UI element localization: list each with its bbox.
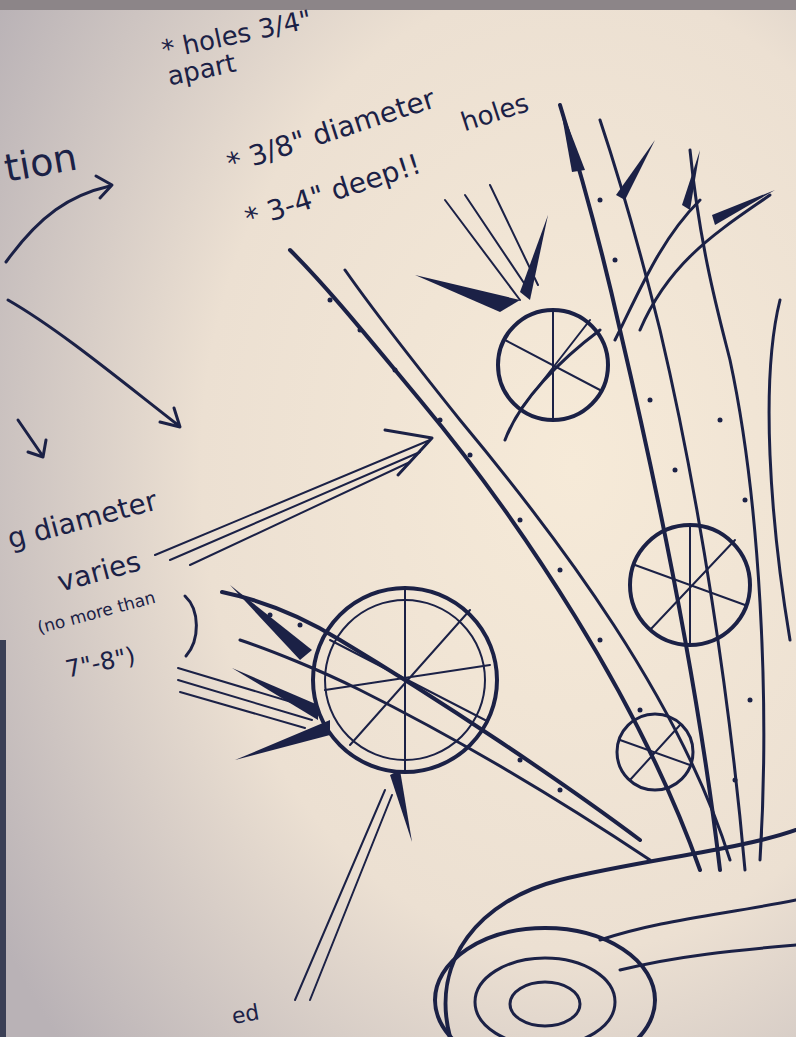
arrowhead [385,430,432,475]
handwritten-note: ed [230,1000,261,1028]
spike [616,140,655,200]
hoop-web [325,590,490,770]
branch [560,105,720,870]
spike [682,150,700,210]
branch [690,150,764,860]
branch [640,195,770,330]
spike [230,585,312,660]
log-ring [510,982,580,1026]
log-bark [600,900,796,940]
handwritten-note: varies [54,547,144,597]
paper-edge [0,640,6,1037]
log-ring [475,958,615,1037]
leader [178,668,318,728]
log-bark [620,945,796,970]
handwritten-note: * holes 3/4" apart [159,2,339,91]
hoop-web [505,310,600,420]
handwritten-note: holes [458,89,532,136]
branch [600,120,745,870]
hoop [313,588,497,772]
spike [235,720,330,760]
spike [415,275,520,312]
log-end [435,928,655,1037]
arrowhead [160,408,180,427]
hoop [617,714,693,790]
arrowhead [96,176,112,198]
spike [232,668,318,720]
arrow [18,420,42,455]
hoop [630,525,750,645]
branch [615,200,700,340]
spike [520,215,548,300]
hoop-web [635,525,745,645]
spike [560,105,585,172]
hoop-web [620,725,690,780]
paper-edge [0,0,796,10]
handwritten-note: 7"-8") [63,644,137,683]
handwritten-note: tion [2,138,81,190]
leader [155,440,430,565]
spike [712,190,775,225]
branch [769,300,790,640]
bracket [185,596,196,656]
arrow [6,186,110,262]
hoop [498,310,608,420]
branch [290,250,700,870]
spike [390,770,412,842]
leader [295,790,392,1000]
handwritten-note: (no more than [36,589,158,638]
arrow [8,300,178,425]
arrowhead [28,440,46,457]
handwritten-note: g diameter [4,486,160,554]
